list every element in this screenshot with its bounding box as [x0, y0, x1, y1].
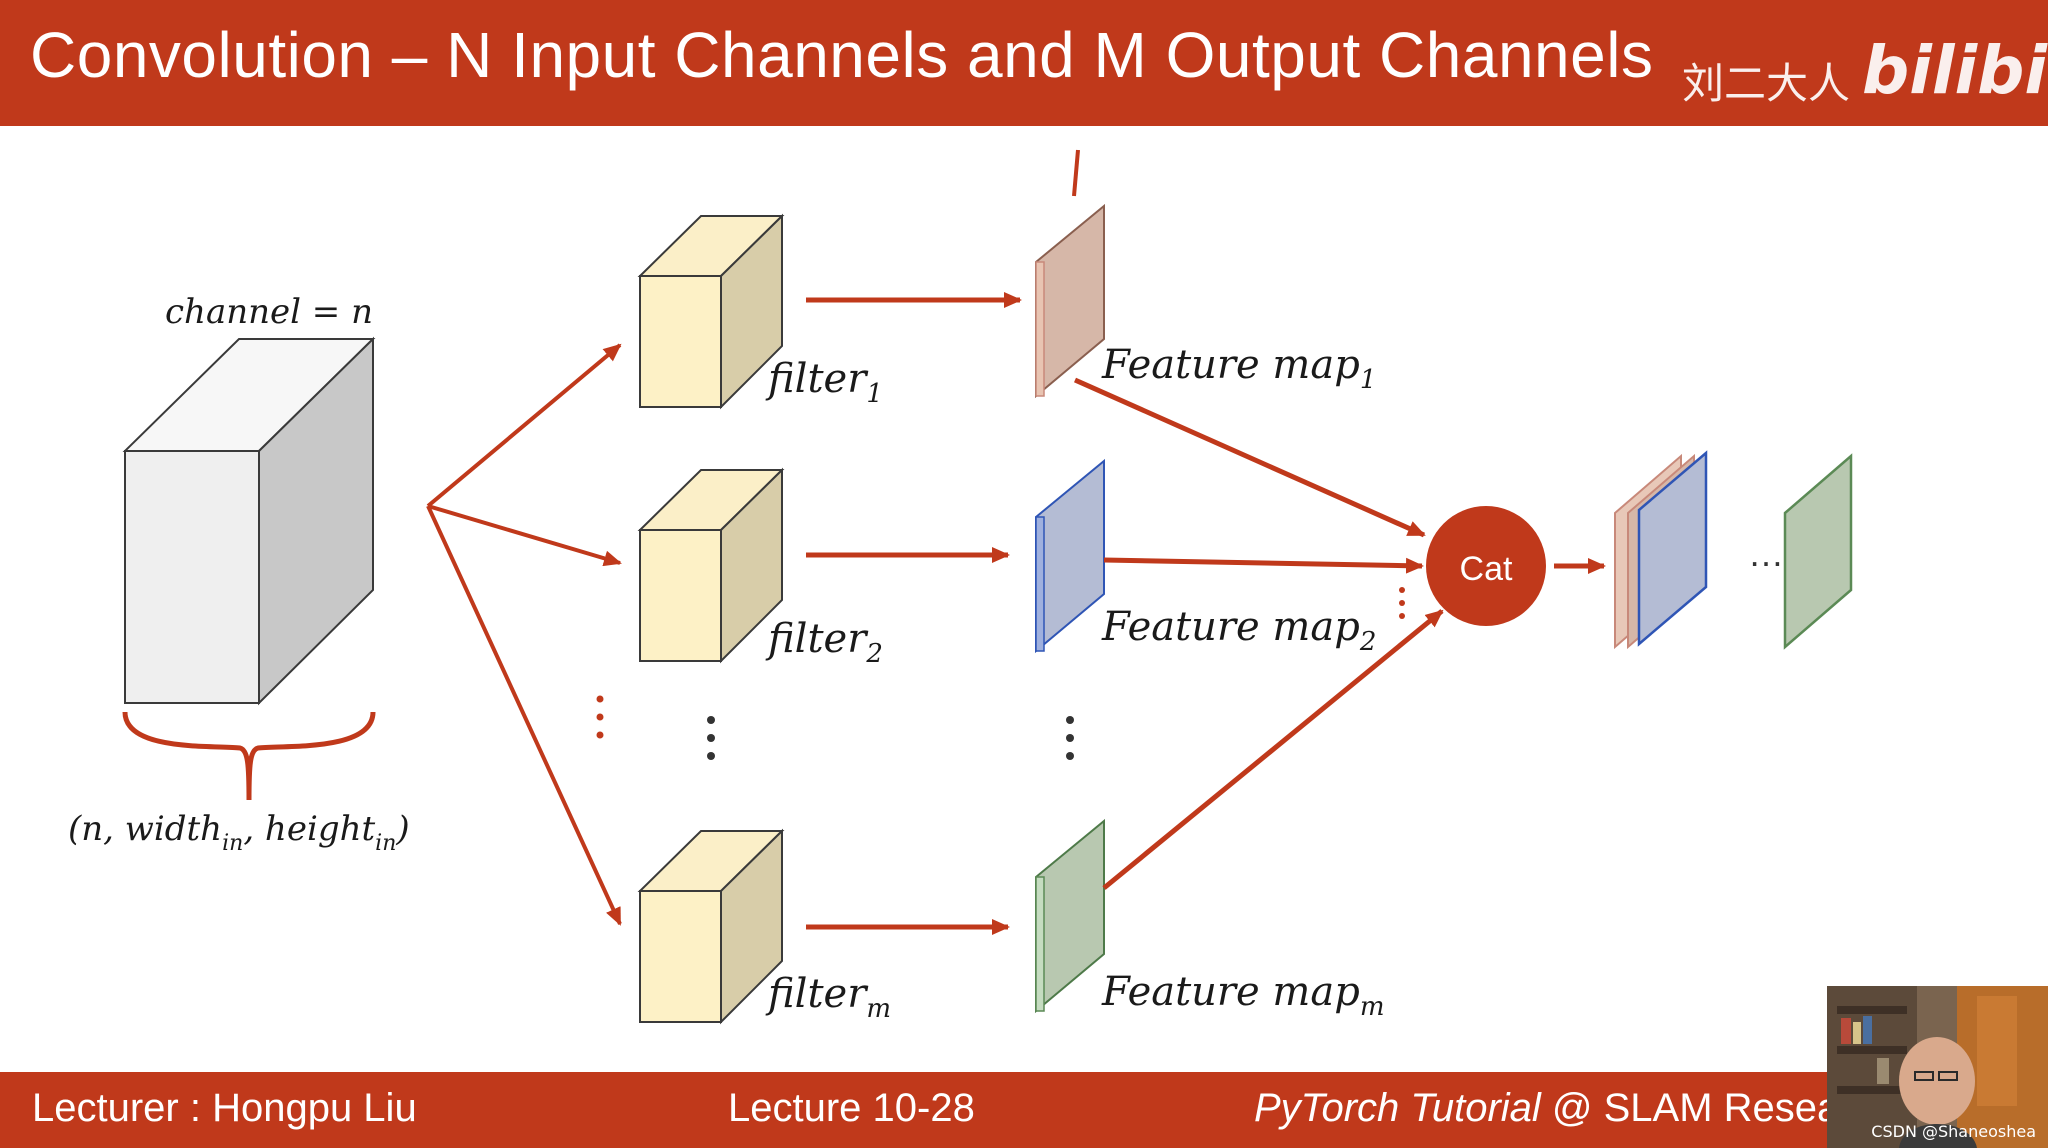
- arrow-map-2-to-cat: [1103, 557, 1424, 574]
- feature-map-label-1: Feature map1: [1101, 342, 1376, 395]
- filter-label-2: filter2: [765, 616, 883, 669]
- input-tensor-cube: [122, 336, 376, 706]
- channel-label: channel = n: [165, 292, 373, 332]
- filter-label-m: filterm: [765, 971, 891, 1024]
- bilibili-logo: bilibili: [1862, 32, 2048, 109]
- feature-map-1: [1035, 203, 1105, 399]
- feature-map-2: [1035, 458, 1105, 654]
- cat-label: Cat: [1460, 550, 1513, 588]
- vertical-ellipsis-red-small: [1399, 587, 1405, 619]
- title-bar: [0, 0, 2048, 126]
- output-map-last: [1783, 453, 1853, 650]
- footer-course-lab: @ SLAM Resea: [1540, 1086, 1840, 1130]
- footer-course: PyTorch Tutorial @ SLAM Resea: [1254, 1086, 1839, 1131]
- input-brace: [122, 711, 376, 801]
- vertical-ellipsis-red: [596, 695, 604, 739]
- footer-course-title: PyTorch Tutorial: [1254, 1086, 1541, 1130]
- pen-annotation-stroke: [1072, 149, 1080, 197]
- arrow-input-to-filter-m: [426, 505, 622, 926]
- feature-map-label-2: Feature map2: [1101, 604, 1376, 657]
- arrow-input-to-filter-2: [427, 504, 622, 567]
- presenter-webcam: [1827, 986, 2048, 1148]
- csdn-watermark: CSDN @Shaneoshea: [1871, 1122, 2036, 1141]
- footer-bar: [0, 1072, 2048, 1148]
- filter-cube-2: [637, 467, 785, 664]
- footer-lecture-number: Lecture 10-28: [728, 1086, 975, 1130]
- footer-lecturer: Lecturer : Hongpu Liu: [32, 1086, 417, 1130]
- cat-node: [1426, 506, 1546, 626]
- arrow-map-m-to-cat: [1102, 609, 1444, 890]
- arrow-map-1-to-cat: [1073, 377, 1426, 538]
- filter-cube-m: [637, 828, 785, 1025]
- feature-map-m: [1035, 818, 1105, 1014]
- input-shape-label: (n, widthin, heightin): [68, 809, 410, 856]
- arrow-input-to-filter-1: [426, 343, 622, 508]
- output-map-stack: [1614, 450, 1708, 650]
- vertical-ellipsis-filters: [707, 716, 715, 760]
- slide-title: Convolution – N Input Channels and M Out…: [30, 19, 1654, 91]
- vertical-ellipsis-maps: [1066, 716, 1074, 760]
- watermark-author: 刘二大人: [1682, 59, 1851, 108]
- feature-map-label-m: Feature mapm: [1101, 969, 1384, 1022]
- filter-label-1: filter1: [765, 356, 883, 409]
- filter-cube-1: [637, 213, 785, 410]
- horizontal-ellipsis: …: [1748, 533, 1784, 574]
